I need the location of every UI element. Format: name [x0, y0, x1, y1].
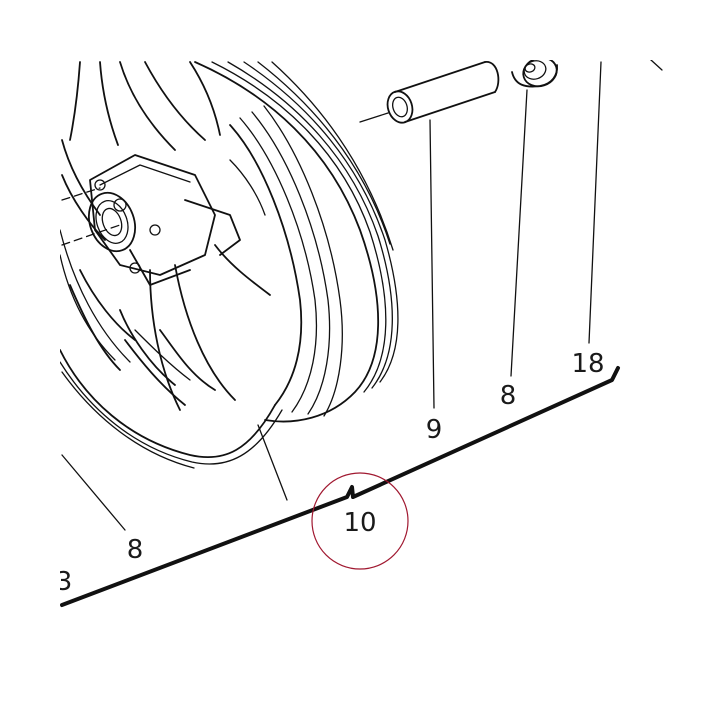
frame-mask-left [0, 0, 60, 720]
callout-10: 10 [343, 508, 376, 538]
wheel-rim [59, 61, 399, 469]
leader-lines [61, 61, 602, 531]
wheel-spokes [61, 61, 271, 411]
callout-8-right: 8 [500, 381, 517, 411]
callout-9: 9 [426, 415, 443, 445]
wheel-hub [61, 154, 241, 286]
leader-8-left [61, 454, 126, 531]
callout-18: 18 [571, 349, 604, 379]
leader-8-right [510, 89, 528, 377]
leader-18 [588, 61, 602, 344]
callout-baseline [60, 366, 620, 607]
callout-8-left: 8 [127, 535, 144, 565]
highlight-circle [311, 472, 409, 570]
frame-mask-top [0, 0, 720, 60]
leader-9 [429, 119, 435, 409]
axle-spacer [359, 61, 500, 124]
leader-10 [257, 424, 288, 501]
